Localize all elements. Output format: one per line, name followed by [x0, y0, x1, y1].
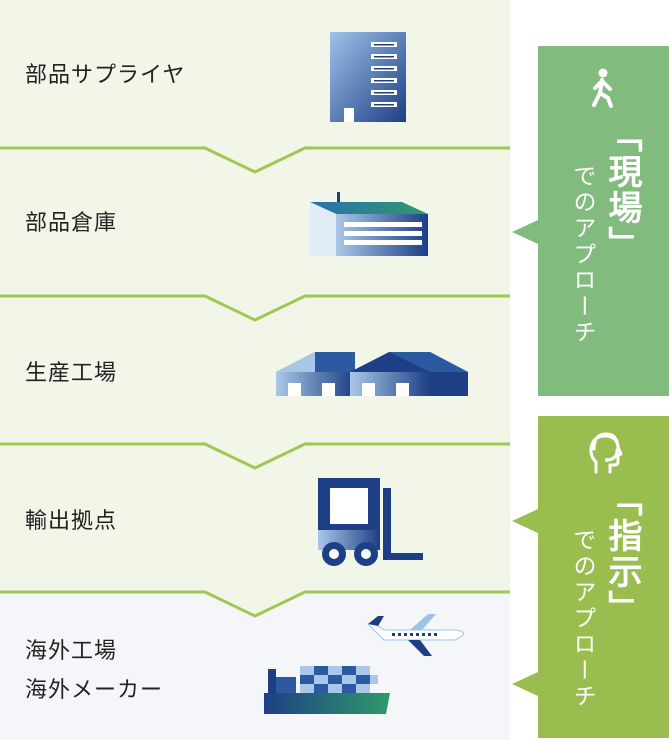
- stage-label-parts-warehouse: 部品倉庫: [25, 211, 118, 236]
- stage-label-export-hub: 輸出拠点: [25, 509, 118, 534]
- stage-label-parts-supplier: 部品サプライヤ: [25, 63, 186, 88]
- callout-genba-title: 「現場」: [602, 118, 642, 262]
- cargo-ship-icon: [264, 666, 390, 714]
- stage-label-overseas-maker: 海外メーカー: [25, 678, 164, 703]
- callout-shiji-title: 「指示」: [602, 482, 642, 626]
- callout-genba-subtitle: でのアプローチ: [569, 164, 595, 346]
- walking-person-icon: [592, 68, 613, 108]
- stage-separators: [0, 146, 510, 618]
- forklift-icon: [318, 478, 423, 566]
- headset-operator-icon: [589, 432, 623, 474]
- callout-shiji: 「指示」 でのアプローチ: [512, 416, 669, 738]
- flow-column: [0, 0, 510, 740]
- airplane-icon: [366, 614, 464, 656]
- ship-and-airplane-icon: [264, 614, 464, 714]
- stage-label-overseas-plant: 海外工場: [25, 639, 118, 664]
- stage-label-production-plant: 生産工場: [25, 361, 118, 386]
- warehouse-icon: [310, 192, 428, 256]
- callout-shiji-subtitle: でのアプローチ: [569, 528, 595, 710]
- stage-band-2: [0, 148, 510, 320]
- callout-shiji-shape: [512, 416, 669, 738]
- office-building-icon: [330, 32, 406, 122]
- stage-band-4: [0, 444, 510, 616]
- stage-band-3: [0, 296, 510, 468]
- factory-icon: [276, 352, 468, 396]
- callout-genba: 「現場」 でのアプローチ: [512, 46, 669, 396]
- callout-genba-shape: [512, 46, 669, 396]
